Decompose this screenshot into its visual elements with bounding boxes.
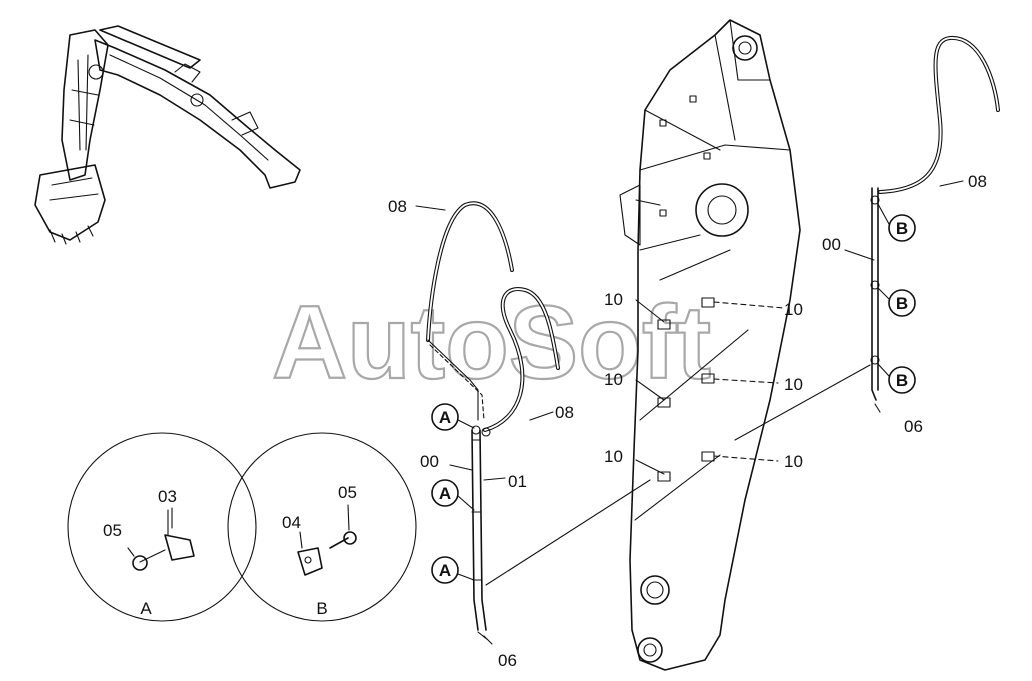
excavator-overview-drawing xyxy=(34,25,301,245)
callout-a-upper: A xyxy=(431,403,475,431)
svg-text:B: B xyxy=(896,219,908,238)
label-10-left-2: 10 xyxy=(604,370,623,389)
svg-text:B: B xyxy=(896,294,908,313)
svg-text:A: A xyxy=(439,484,451,503)
callout-b-lower: B xyxy=(877,363,916,394)
label-06-center: 06 xyxy=(498,651,517,670)
label-08-right: 08 xyxy=(968,172,987,191)
watermark-text: AutoSoft xyxy=(272,285,711,401)
label-04: 04 xyxy=(282,513,301,532)
label-01: 01 xyxy=(508,472,527,491)
detail-view-b xyxy=(227,432,417,622)
right-hose-assembly xyxy=(734,35,1000,441)
label-00-center: 00 xyxy=(420,452,439,471)
dashed-leaders xyxy=(415,180,964,481)
detail-caption-b: B xyxy=(316,599,327,618)
label-10-right-1: 10 xyxy=(784,300,803,319)
detail-view-a xyxy=(67,432,257,622)
label-08-center-upper: 08 xyxy=(388,197,407,216)
label-05-detail-a: 05 xyxy=(103,521,122,540)
part-labels: 08 08 00 01 06 10 10 10 10 10 10 08 00 0… xyxy=(103,172,987,670)
callout-a-middle: A xyxy=(431,479,475,511)
callout-b-middle: B xyxy=(877,287,916,317)
label-10-right-2: 10 xyxy=(784,375,803,394)
callout-b-upper: B xyxy=(877,203,916,242)
svg-text:B: B xyxy=(896,371,908,390)
callout-a-lower: A xyxy=(431,556,475,584)
label-10-left-1: 10 xyxy=(604,290,623,309)
label-10-right-3: 10 xyxy=(784,452,803,471)
label-06-right: 06 xyxy=(904,417,923,436)
svg-text:A: A xyxy=(439,408,451,427)
center-hose-assembly xyxy=(426,201,651,645)
detail-caption-a: A xyxy=(140,599,152,618)
label-08-center-lower: 08 xyxy=(555,403,574,422)
boom-assembly-drawing xyxy=(619,19,801,671)
svg-text:A: A xyxy=(439,561,451,580)
label-05-detail-b: 05 xyxy=(338,483,357,502)
label-10-left-3: 10 xyxy=(604,447,623,466)
label-03: 03 xyxy=(158,487,177,506)
label-00-right: 00 xyxy=(822,235,841,254)
